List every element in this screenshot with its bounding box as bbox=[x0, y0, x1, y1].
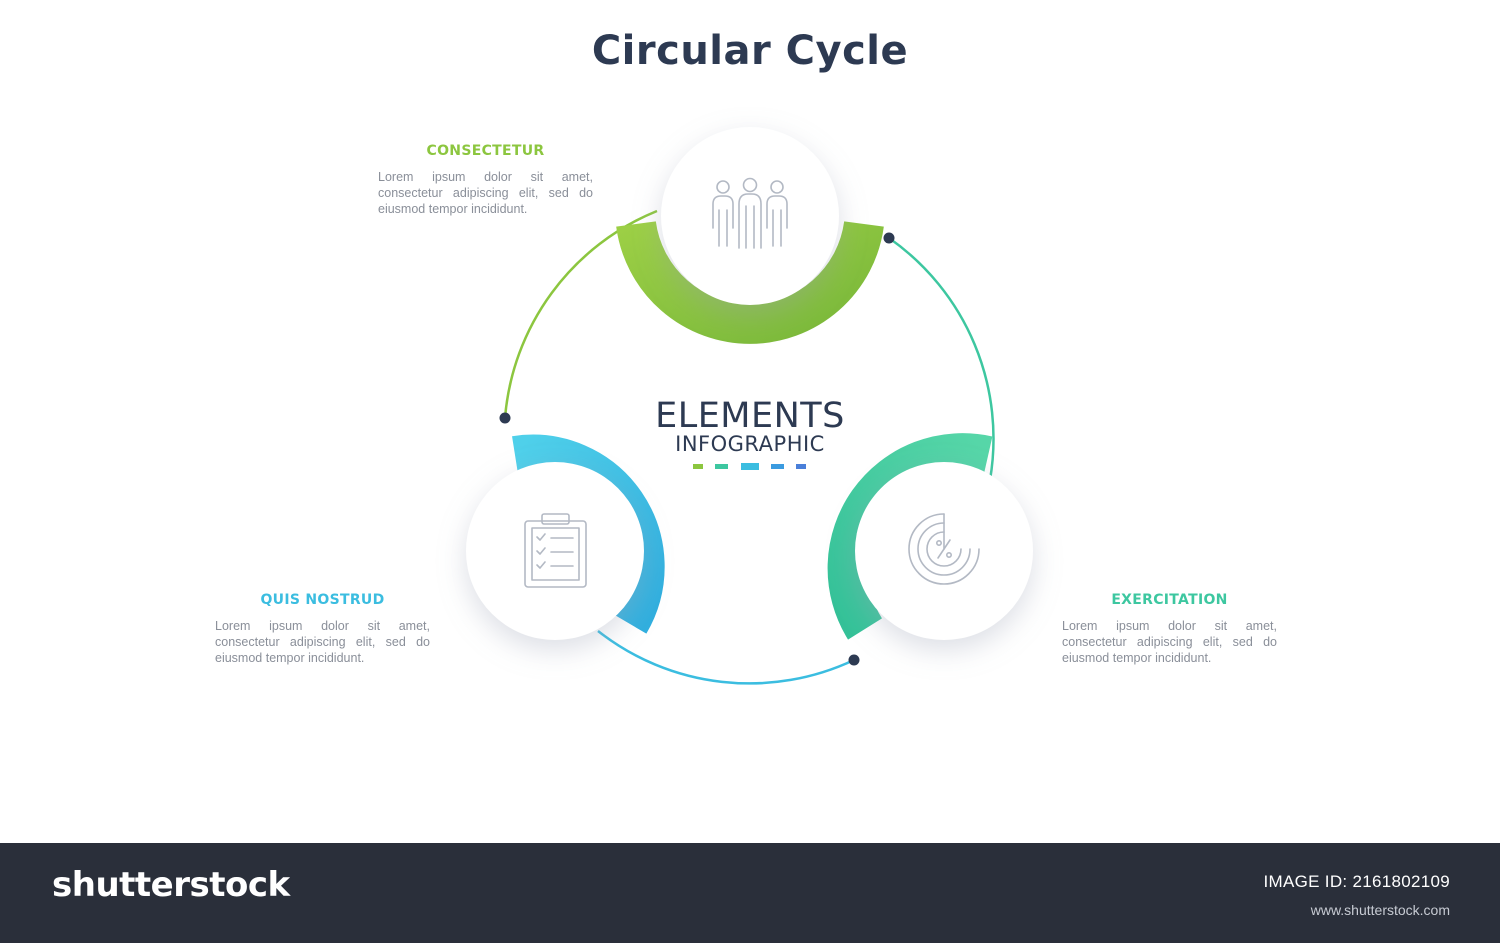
legend-bar bbox=[796, 464, 806, 469]
step-description: Lorem ipsum dolor sit amet, consectetur … bbox=[1062, 619, 1277, 665]
cycle-diagram bbox=[466, 127, 1033, 685]
step-description: Lorem ipsum dolor sit amet, consectetur … bbox=[378, 170, 593, 216]
footer-url: www.shutterstock.com bbox=[1310, 902, 1450, 918]
legend-bar bbox=[693, 464, 703, 469]
step-circle-top bbox=[661, 127, 839, 305]
step-circle-right bbox=[855, 462, 1033, 640]
shutterstock-logo: shutterstock bbox=[52, 865, 290, 905]
step-title: QUIS NOSTRUD bbox=[260, 592, 385, 608]
percent-chart-icon bbox=[908, 513, 980, 585]
step-title: EXERCITATION bbox=[1111, 592, 1228, 608]
segment-arc-teal bbox=[827, 433, 993, 640]
step-label-left: QUIS NOSTRUD Lorem ipsum dolor sit amet,… bbox=[215, 592, 430, 666]
stock-footer-bar: shutterstock IMAGE ID: 2161802109 www.sh… bbox=[0, 843, 1500, 943]
page-title: Circular Cycle bbox=[591, 28, 909, 74]
center-title: ELEMENTS bbox=[655, 396, 845, 436]
step-description: Lorem ipsum dolor sit amet, consectetur … bbox=[215, 619, 430, 665]
step-title: CONSECTETUR bbox=[426, 143, 545, 159]
legend-bar bbox=[741, 463, 759, 470]
clipboard-checklist-icon bbox=[524, 513, 587, 588]
step-label-right: EXERCITATION Lorem ipsum dolor sit amet,… bbox=[1062, 592, 1277, 666]
center-legend-bars bbox=[693, 463, 806, 470]
center-subtitle: INFOGRAPHIC bbox=[675, 432, 825, 456]
connector-dot bbox=[883, 232, 895, 244]
people-team-icon bbox=[712, 177, 788, 249]
legend-bar bbox=[771, 464, 784, 469]
connector-arc-blue bbox=[597, 630, 855, 685]
segment-arc-green bbox=[616, 220, 884, 344]
step-circle-left bbox=[466, 462, 644, 640]
connector-dot bbox=[848, 654, 860, 666]
connector-arc-teal bbox=[888, 236, 995, 481]
image-id-label: IMAGE ID: 2161802109 bbox=[1263, 872, 1450, 891]
infographic-canvas: Circular Cycle bbox=[215, 28, 1277, 685]
connector-dot bbox=[499, 412, 511, 424]
step-label-top: CONSECTETUR Lorem ipsum dolor sit amet, … bbox=[378, 143, 593, 217]
legend-bar bbox=[715, 464, 728, 469]
